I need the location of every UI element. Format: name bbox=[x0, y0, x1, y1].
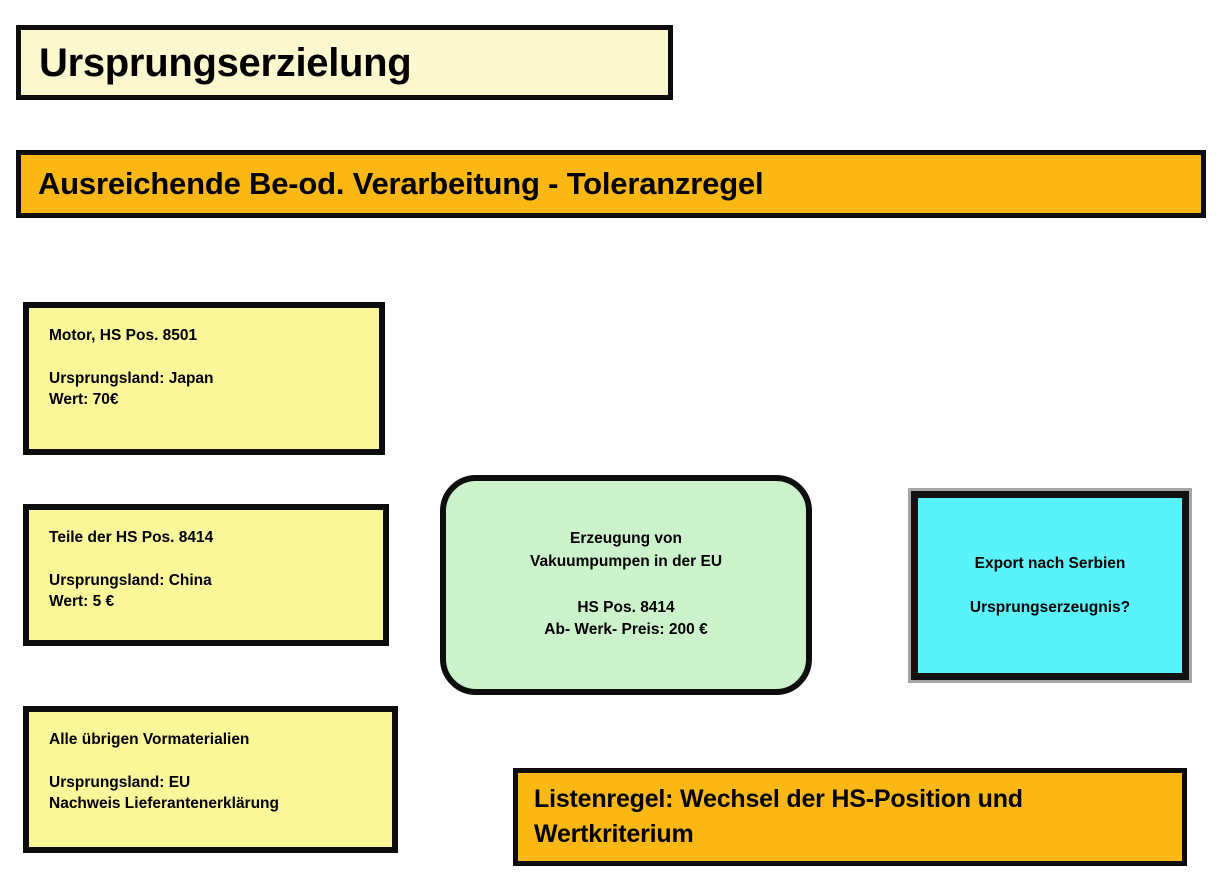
section-heading-banner: Ausreichende Be-od. Verarbeitung - Toler… bbox=[16, 150, 1206, 218]
export-box: Export nach Serbien Ursprungserzeugnis? bbox=[908, 488, 1192, 683]
spacer bbox=[49, 751, 392, 773]
material-origin: Ursprungsland: Japan bbox=[49, 369, 214, 387]
production-line-1: Erzeugung von bbox=[570, 530, 682, 548]
export-destination: Export nach Serbien bbox=[974, 554, 1126, 572]
section-heading-text: Ausreichende Be-od. Verarbeitung - Toler… bbox=[38, 166, 764, 201]
production-hs-position: HS Pos. 8414 bbox=[577, 599, 675, 616]
spacer bbox=[49, 347, 379, 369]
material-value: Wert: 70€ bbox=[49, 390, 119, 408]
list-rule-line-1: Listenregel: Wechsel der HS-Position und bbox=[534, 784, 1023, 813]
material-heading: Motor, HS Pos. 8501 bbox=[49, 327, 198, 344]
material-box-parts: Teile der HS Pos. 8414 Ursprungsland: Ch… bbox=[23, 504, 389, 646]
material-origin: Ursprungsland: EU bbox=[49, 773, 191, 791]
material-value: Wert: 5 € bbox=[49, 592, 115, 610]
export-question: Ursprungserzeugnis? bbox=[969, 598, 1131, 616]
page-title-text: Ursprungserzielung bbox=[39, 40, 412, 85]
production-box: Erzeugung von Vakuumpumpen in der EU HS … bbox=[440, 475, 812, 695]
material-origin: Ursprungsland: China bbox=[49, 571, 212, 589]
material-heading: Teile der HS Pos. 8414 bbox=[49, 529, 214, 546]
page-title: Ursprungserzielung bbox=[16, 25, 673, 100]
production-line-2: Vakuumpumpen in der EU bbox=[529, 552, 723, 570]
material-heading: Alle übrigen Vormaterialien bbox=[49, 731, 250, 748]
material-value: Nachweis Lieferantenerklärung bbox=[49, 794, 279, 812]
material-box-motor: Motor, HS Pos. 8501 Ursprungsland: Japan… bbox=[23, 302, 385, 455]
list-rule-banner: Listenregel: Wechsel der HS-Position und… bbox=[513, 768, 1187, 866]
material-box-other: Alle übrigen Vormaterialien Ursprungslan… bbox=[23, 706, 398, 853]
production-ex-works-price: Ab- Werk- Preis: 200 € bbox=[544, 621, 708, 639]
spacer bbox=[49, 549, 383, 571]
list-rule-line-2: Wertkriterium bbox=[534, 820, 694, 848]
